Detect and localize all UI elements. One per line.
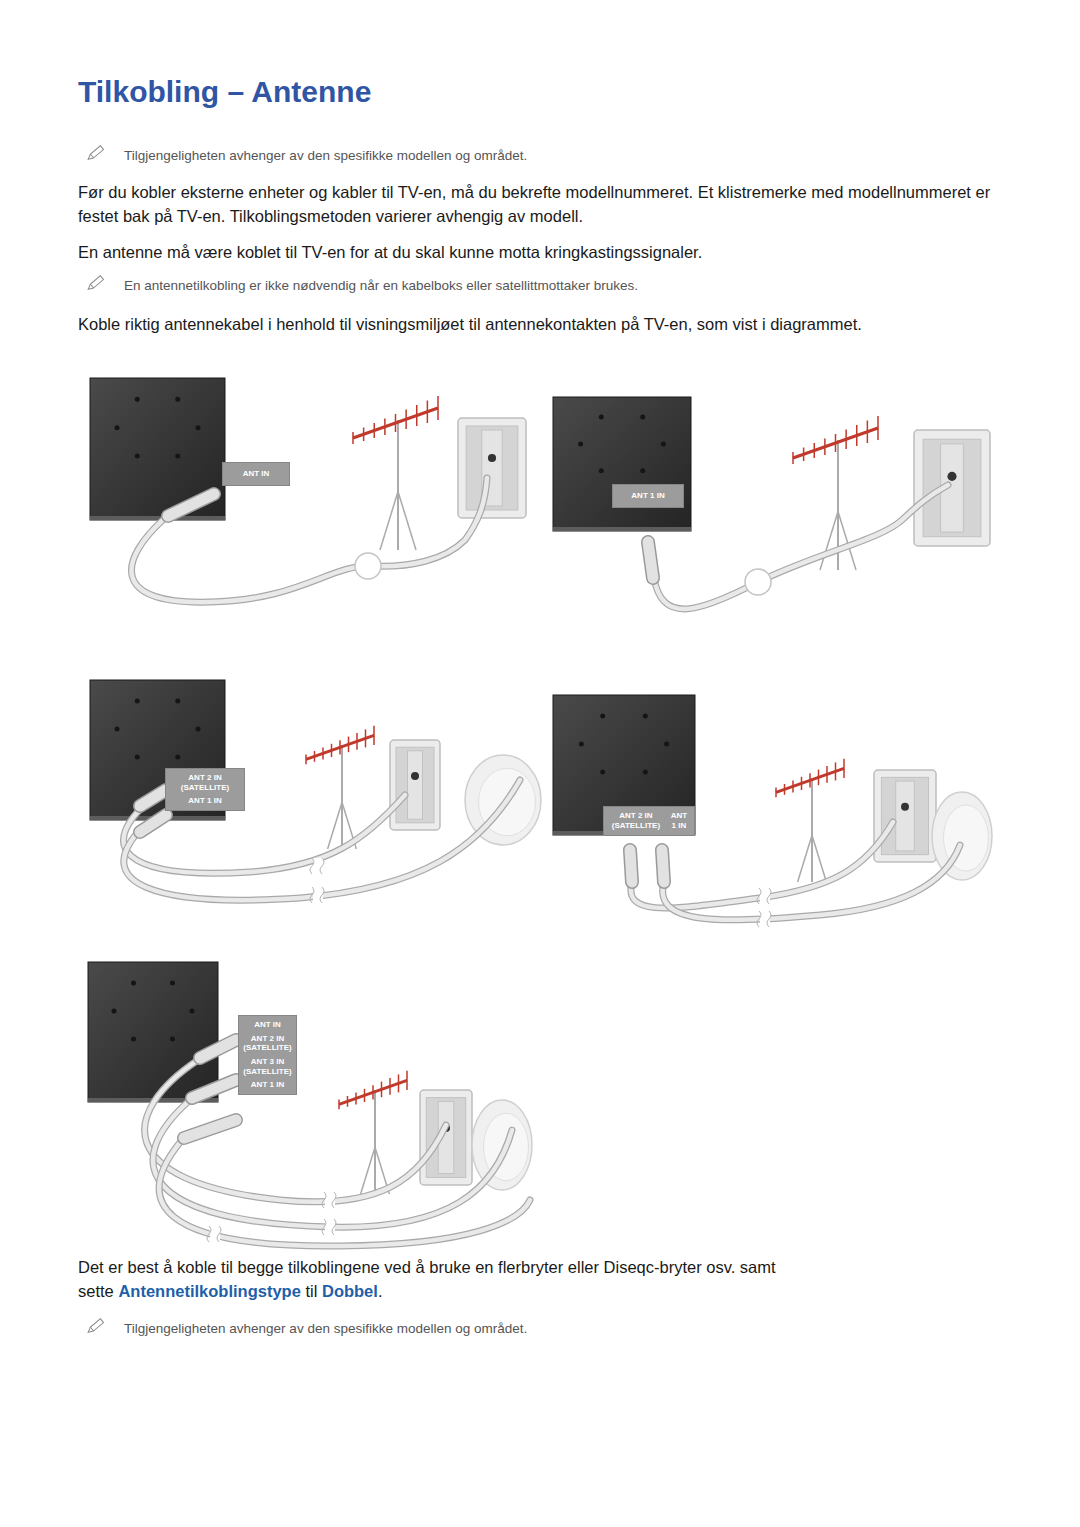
antenna-note: En antennetilkobling er ikke nødvendig n… <box>124 276 1024 296</box>
page-title: Tilkobling – Antenne <box>78 74 371 110</box>
antenna <box>339 1071 407 1194</box>
wall-plate <box>390 740 440 830</box>
antenna-connector: ANT 2 IN (SATELLITE) ANT 1 IN <box>165 768 245 811</box>
wall-plate <box>914 430 990 546</box>
satellite-dish <box>472 1100 532 1190</box>
antenna-connector: ANT IN ANT 2 IN (SATELLITE) ANT 3 IN (SATE… <box>238 1015 297 1095</box>
wall-plate <box>420 1090 472 1185</box>
antenna <box>793 416 878 570</box>
tv-back <box>553 695 695 835</box>
cable-break <box>757 888 771 904</box>
body-paragraph: Før du kobler eksterne enheter og kabler… <box>78 181 1008 229</box>
wall-plate <box>458 418 526 518</box>
port-label: ANT IN <box>243 469 270 479</box>
antenna-connector: ANT 1 IN <box>612 484 684 508</box>
wall-plate <box>874 770 936 862</box>
port-label: ANT IN <box>254 1020 281 1030</box>
port-label: ANT 2 IN (SATELLITE) <box>608 811 664 830</box>
antenna-connector: ANT IN <box>222 462 290 486</box>
menu-term: Antennetilkoblingstype <box>118 1282 300 1300</box>
satellite-dish <box>932 792 992 880</box>
tv-back <box>88 962 218 1102</box>
note-icon <box>87 1319 104 1334</box>
closing-paragraph: Det er best å koble til begge tilkobling… <box>78 1256 958 1304</box>
cable-coil <box>745 569 771 595</box>
port-label: ANT 1 IN <box>251 1080 284 1090</box>
antenna <box>776 759 844 882</box>
port-label: ANT 2 IN (SATELLITE) <box>170 773 240 792</box>
port-label: ANT 3 IN (SATELLITE) <box>243 1057 292 1076</box>
cable-break <box>322 1219 336 1235</box>
body-paragraph: Koble riktig antennekabel i henhold til … <box>78 313 1058 337</box>
cable-break <box>757 911 771 927</box>
port-label: ANT 1 IN <box>668 811 690 830</box>
paragraph-text: . <box>378 1282 383 1300</box>
cable-break <box>207 1226 221 1242</box>
port-label: ANT 1 IN <box>631 491 664 501</box>
antenna-cable <box>153 1080 512 1227</box>
menu-term: Dobbel <box>322 1282 378 1300</box>
tv-back <box>553 397 691 531</box>
antenna-cable <box>159 1120 530 1246</box>
cable-break <box>310 858 324 874</box>
port-label: ANT 2 IN (SATELLITE) <box>243 1034 292 1053</box>
cable-break <box>322 1192 336 1208</box>
note-icon <box>87 276 104 291</box>
cable-coil <box>355 553 381 579</box>
cable-break <box>310 887 324 903</box>
antenna-cable <box>131 478 487 602</box>
note-icon <box>87 146 104 161</box>
antenna-cable <box>648 485 948 609</box>
availability-note: Tilgjengeligheten avhenger av den spesif… <box>124 146 1024 166</box>
port-label: ANT 1 IN <box>188 796 221 806</box>
antenna-cable <box>662 845 960 920</box>
antenna <box>353 396 438 550</box>
paragraph-text: til <box>305 1282 317 1300</box>
tv-back <box>90 378 225 520</box>
availability-note: Tilgjengeligheten avhenger av den spesif… <box>124 1319 1024 1339</box>
tv-back <box>90 680 225 820</box>
body-paragraph: En antenne må være koblet til TV-en for … <box>78 241 1038 265</box>
antenna-connector: ANT 2 IN (SATELLITE)ANT 1 IN <box>603 806 695 836</box>
